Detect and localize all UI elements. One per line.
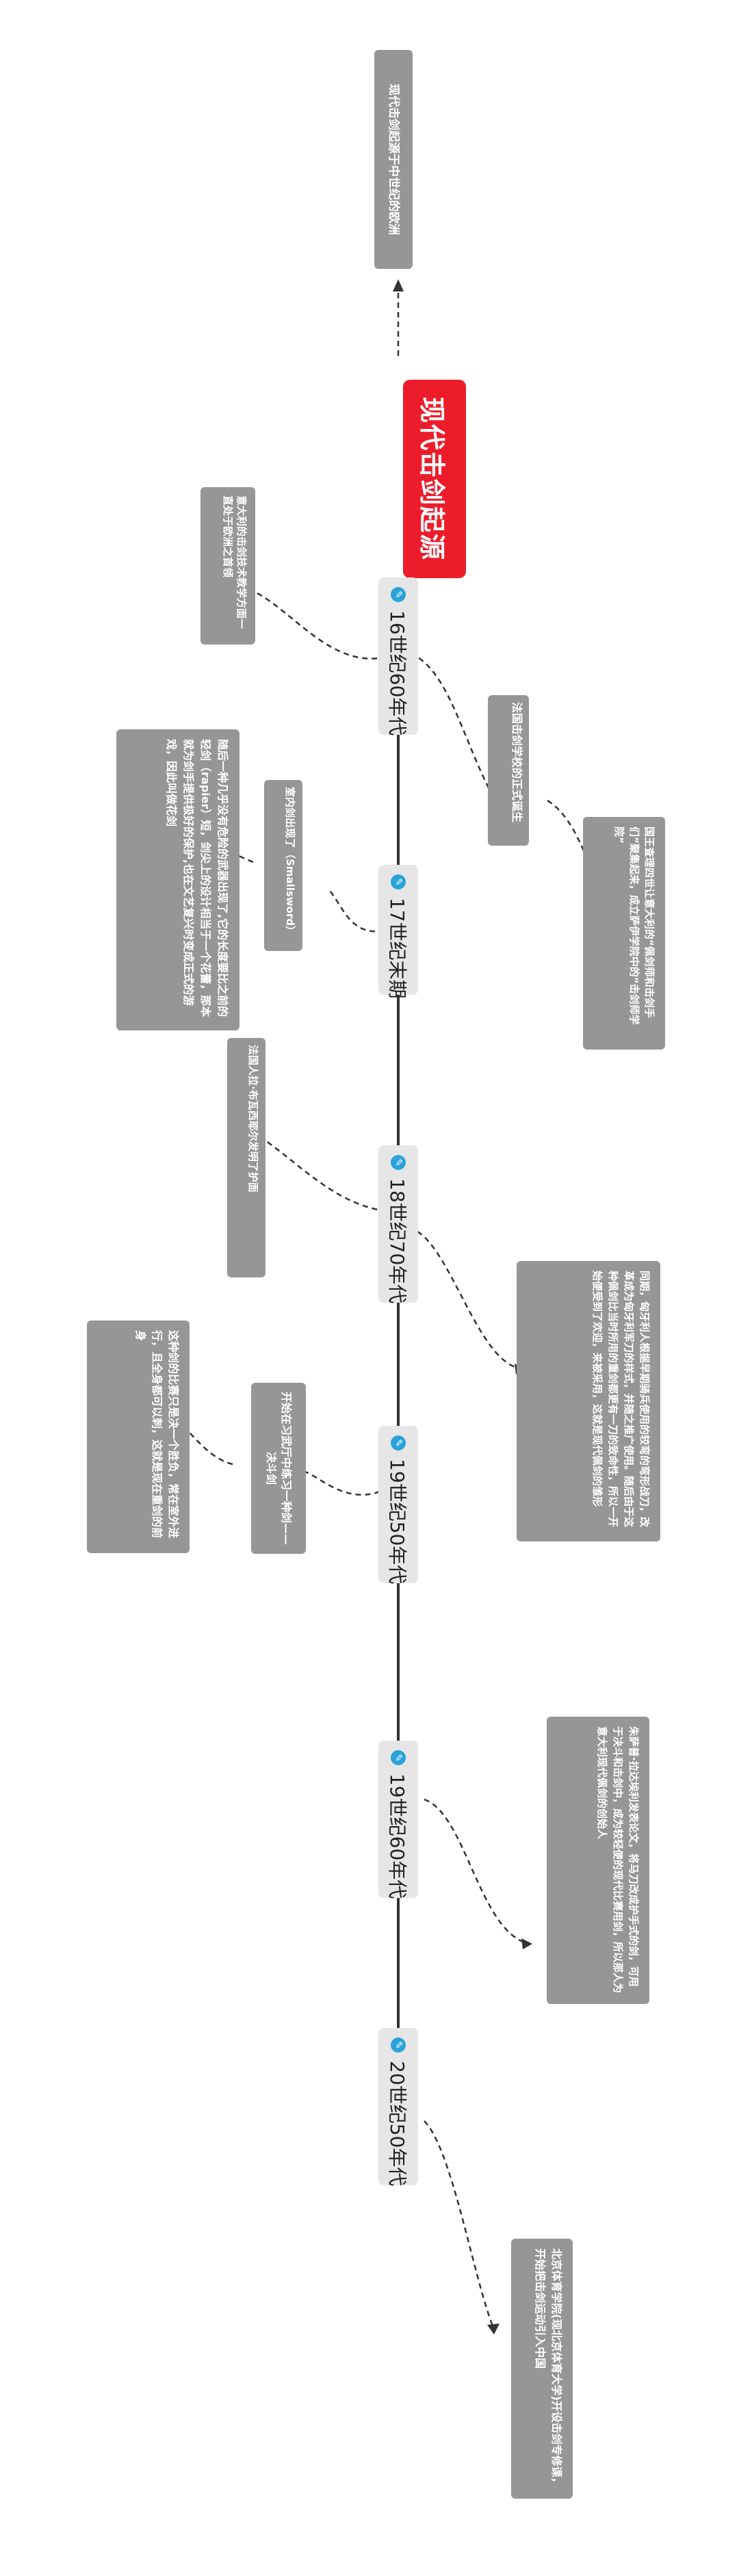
note-e1-b: 意大利的击剑技术教学方面一直处于欧洲之首领	[200, 487, 255, 645]
note-text: 北京体育学院(现北京体育大学)开设击剑专修课，开始把击剑运动引入中国	[534, 2248, 563, 2488]
note-text: 开始在习武厅中练习一种剑——决斗剑	[265, 1391, 293, 1545]
connector-e3-right	[417, 1230, 521, 1370]
note-e1-c: 国王查理四世让意大利的“佩剑师和击剑手们”聚集起来，成立萨伊学院中的“击剑师学院…	[583, 817, 665, 1050]
connector-e1-right	[410, 652, 501, 808]
connector-e2-left	[328, 889, 385, 933]
note-e3-b: 同期，匈牙利人根据早期骑兵使用的较弯的弯形战刀，改革成为匈牙利军刀的样式，并随之…	[517, 1261, 660, 1541]
note-e1-a: 法国击剑学校的正式诞生	[488, 695, 529, 846]
arrowhead-e5-right	[521, 1938, 532, 1949]
era-label: 17世纪末期	[386, 898, 409, 999]
era-label: 19世纪60年代	[386, 1773, 409, 1899]
era-label: 18世纪70年代	[386, 1178, 409, 1304]
era-label: 16世纪60年代	[386, 610, 409, 736]
arrowhead-e6-right	[487, 2324, 500, 2334]
note-e2-b: 随后一种几乎没有危险的武器出现了,它的长度要比之前的轻剑（rapier）短，剑尖…	[116, 729, 239, 1030]
note-text: 法国击剑学校的正式诞生	[510, 702, 523, 823]
connector-e1-left	[246, 587, 387, 660]
connector-e6-right	[424, 2120, 494, 2327]
era-icon: ✎	[391, 587, 406, 602]
era-label: 19世纪50年代	[386, 1459, 409, 1585]
note-e6-a: 北京体育学院(现北京体育大学)开设击剑专修课，开始把击剑运动引入中国	[511, 2239, 573, 2499]
era-node-3: ✎ 18世纪70年代	[378, 1145, 418, 1303]
era-icon: ✎	[391, 2038, 406, 2053]
era-icon: ✎	[391, 874, 406, 889]
note-e3-a: 法国人拉·布瓦西耶尔发明了护面	[227, 1038, 265, 1277]
origin-note-text: 现代击剑起源于中世纪的欧洲	[387, 83, 400, 235]
note-text: 意大利的击剑技术教学方面一直处于欧洲之首领	[222, 495, 248, 629]
era-icon: ✎	[391, 1750, 406, 1765]
era-node-5: ✎ 19世纪60年代	[378, 1741, 418, 1899]
root-title: 现代击剑起源	[403, 380, 466, 578]
origin-note: 现代击剑起源于中世纪的欧洲	[374, 50, 413, 269]
connector-e5-right	[424, 1798, 528, 1944]
note-text: 这种剑的比赛只是决一个胜负，常在室外进行，且全身都可以刺，这就是现在重剑的前身	[134, 1330, 180, 1539]
era-node-6: ✎ 20世纪50年代	[378, 2028, 418, 2187]
note-e4-b: 这种剑的比赛只是决一个胜负，常在室外进行，且全身都可以刺，这就是现在重剑的前身	[87, 1320, 190, 1553]
arrowhead-origin	[393, 279, 404, 291]
era-icon: ✎	[391, 1435, 406, 1450]
note-text: 同期，匈牙利人根据早期骑兵使用的较弯的弯形战刀，改革成为匈牙利军刀的样式，并随之…	[591, 1271, 651, 1528]
era-node-2: ✎ 17世纪末期	[378, 865, 418, 999]
note-text: 国王查理四世让意大利的“佩剑师和击剑手们”聚集起来，成立萨伊学院中的“击剑师学院…	[613, 827, 656, 1025]
note-e5-a: 朱萨普·拉达埃利发表论文，将马刀改成护手式的剑，可用于决斗和击剑中，成为较轻便的…	[547, 1717, 649, 2004]
note-e4-a: 开始在习武厅中练习一种剑——决斗剑	[251, 1383, 306, 1554]
connector-e4-left2	[177, 1422, 233, 1466]
note-e2-a: 室内剑出现了（Smallsword）	[264, 780, 302, 951]
era-label: 20世纪50年代	[386, 2061, 409, 2187]
era-node-4: ✎ 19世纪50年代	[378, 1426, 418, 1585]
era-icon: ✎	[391, 1155, 406, 1170]
connector-e4-left	[300, 1470, 380, 1496]
note-text: 室内剑出现了（Smallsword）	[284, 787, 296, 937]
era-node-1: ✎ 16世纪60年代	[378, 577, 418, 736]
note-text: 法国人拉·布瓦西耶尔发明了护面	[247, 1045, 259, 1193]
note-text: 朱萨普·拉达埃利发表论文，将马刀改成护手式的剑，可用于决斗和击剑中，成为较轻便的…	[596, 1726, 640, 1994]
note-text: 随后一种几乎没有危险的武器出现了,它的长度要比之前的轻剑（rapier）短，剑尖…	[165, 739, 229, 1017]
connector-e3-left	[246, 1128, 387, 1212]
